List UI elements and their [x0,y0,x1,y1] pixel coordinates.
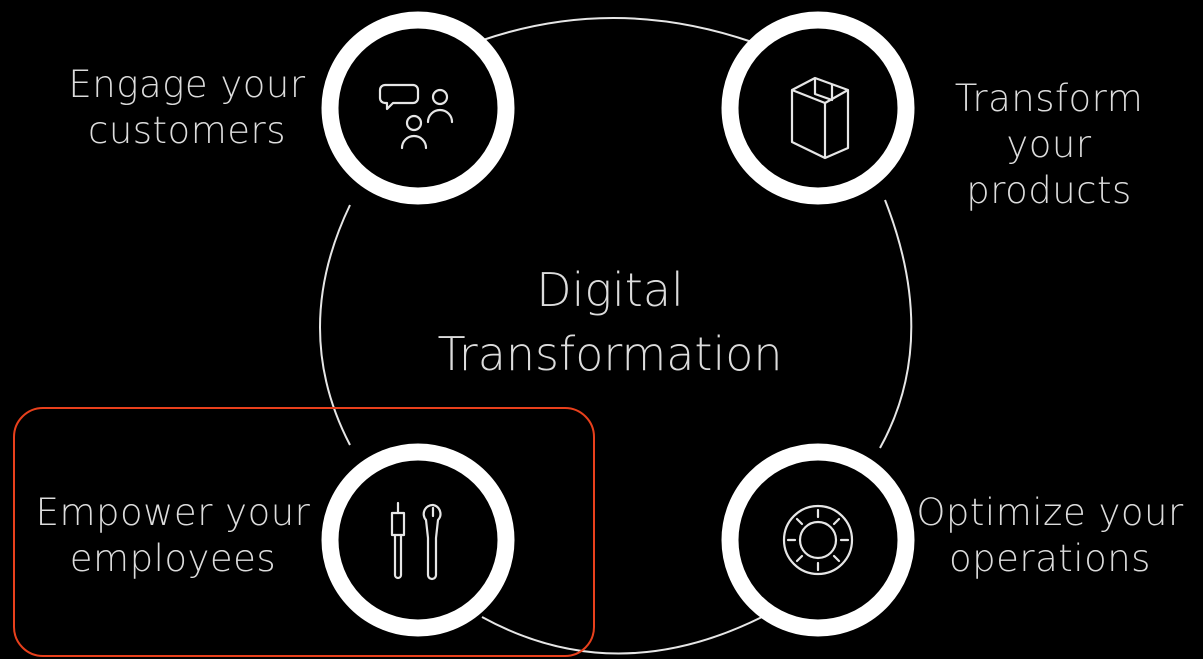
cycle-connectors [319,17,913,655]
label-empower-employees: Empower your employees [28,490,318,582]
node-ring [721,11,915,205]
label-line: your products [966,123,1132,212]
gear-icon [782,504,854,576]
connector-bottom [481,616,763,655]
label-line: operations [949,537,1151,580]
label-line: employees [69,537,277,580]
node-empower-employees [321,443,515,637]
label-optimize-operations: Optimize your operations [914,490,1186,582]
node-transform-products [721,11,915,205]
label-line: Optimize your [916,491,1184,534]
people-chat-icon [378,83,454,150]
box-icon [790,76,850,160]
node-engage-customers [321,11,515,205]
node-ring [721,443,915,637]
label-line: Engage your [68,63,306,106]
label-transform-products: Transform your products [918,76,1180,214]
center-title-line2: Transformation [437,327,783,381]
label-line: Empower your [35,491,311,534]
label-line: customers [87,109,286,152]
node-ring [321,11,515,205]
label-engage-customers: Engage your customers [62,62,312,154]
center-title: Digital Transformation [430,258,790,386]
connector-right [879,199,913,449]
center-title-line1: Digital [536,263,684,317]
tools-icon [390,501,442,581]
connector-top [482,17,753,43]
node-optimize-operations [721,443,915,637]
connector-left [319,204,351,446]
label-line: Transform [954,77,1144,120]
node-ring [321,443,515,637]
highlight-box-empower [13,407,595,657]
